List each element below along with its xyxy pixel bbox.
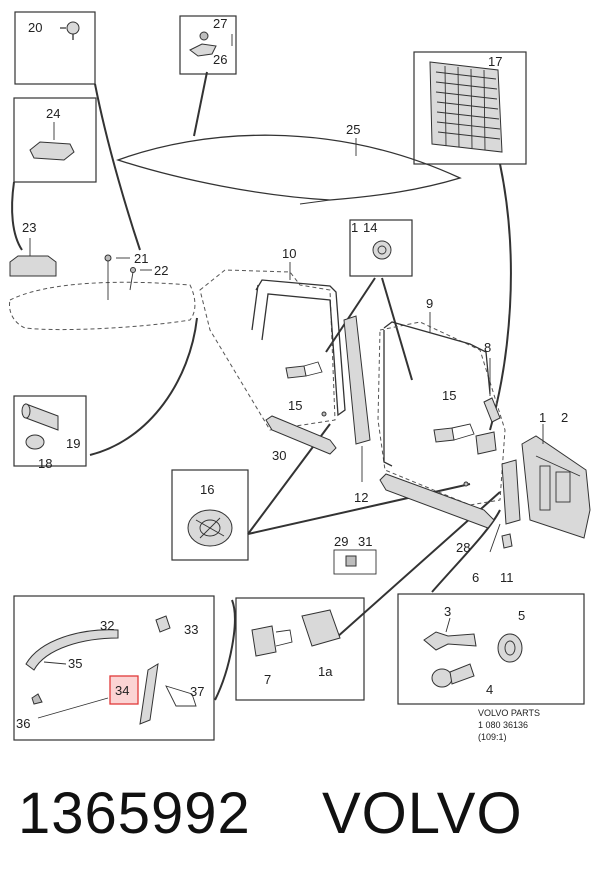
callout-8: 8 (484, 340, 491, 355)
footer (0, 758, 600, 893)
callout-23: 23 (22, 220, 36, 235)
leader-lines (11, 71, 512, 701)
callout-15b: 15 (442, 388, 456, 403)
part-23: 23 (9, 220, 57, 277)
callout-12: 12 (354, 490, 368, 505)
part-3-4-5-box: 3 5 4 VOLVO PARTS 1 080 36136 (109:1) (397, 593, 585, 742)
callout-10: 10 (282, 246, 296, 261)
callout-28: 28 (456, 540, 470, 555)
callout-32: 32 (100, 618, 114, 633)
callout-114: 1 (351, 220, 358, 235)
part-26-27-box: 27 26 (179, 15, 237, 75)
callout-1: 1 (539, 410, 546, 425)
part-32-37-box: 32 35 33 37 36 34 (13, 595, 215, 741)
callout-21: 21 (134, 251, 148, 266)
brand-name: VOLVO (322, 781, 523, 846)
callout-17: 17 (488, 54, 502, 69)
part-18-19-box: 19 18 (13, 395, 87, 471)
callout-27: 27 (213, 16, 227, 31)
front-door: 9 15 (377, 296, 506, 529)
callout-4: 4 (486, 682, 493, 697)
callout-26: 26 (213, 52, 227, 67)
part-8: 8 (483, 340, 501, 423)
callout-24: 24 (46, 106, 60, 121)
part-16-box: 16 (171, 469, 249, 561)
callout-29: 29 (334, 534, 348, 549)
callout-37: 37 (190, 684, 204, 699)
callout-22: 22 (154, 263, 168, 278)
callout-14: 14 (363, 220, 377, 235)
part-25-headliner: 25 (116, 122, 462, 205)
part-29-31: 29 31 (333, 534, 377, 575)
callout-34: 34 (115, 683, 129, 698)
part-20-box: 20 (14, 11, 96, 85)
callout-11: 11 (500, 570, 514, 585)
part-number: 1365992 (18, 781, 251, 846)
callout-25: 25 (346, 122, 360, 137)
part-12-pillar: 12 (343, 315, 371, 505)
callout-9: 9 (426, 296, 433, 311)
stamp-line-2: 1 080 36136 (478, 720, 528, 730)
callout-15a: 15 (288, 398, 302, 413)
part-6-11: 6 11 28 (456, 459, 521, 585)
callout-7: 7 (264, 672, 271, 687)
callout-36: 36 (16, 716, 30, 731)
callout-3: 3 (444, 604, 451, 619)
part-7-1a-box: 7 1a (235, 597, 365, 701)
door-panel-1-2: 1 2 (521, 410, 591, 539)
roof-outline: 21 22 (9, 251, 196, 331)
callout-30: 30 (272, 448, 286, 463)
callout-6: 6 (472, 570, 479, 585)
callout-16: 16 (200, 482, 214, 497)
part-17-box: 17 (413, 51, 527, 165)
part-14-box: 1 14 (349, 219, 413, 277)
stamp-line-1: VOLVO PARTS (478, 708, 540, 718)
stamp-line-3: (109:1) (478, 732, 507, 742)
callout-2: 2 (561, 410, 568, 425)
callout-33: 33 (184, 622, 198, 637)
callout-20: 20 (28, 20, 42, 35)
callout-18: 18 (38, 456, 52, 471)
callout-34-highlight (109, 675, 139, 705)
exploded-parts-diagram: 20 27 26 17 24 23 25 (9, 11, 591, 742)
callout-31: 31 (358, 534, 372, 549)
callout-35: 35 (68, 656, 82, 671)
callout-5: 5 (518, 608, 525, 623)
rear-door: 10 15 30 (199, 246, 346, 463)
callout-19: 19 (66, 436, 80, 451)
callout-1a: 1a (318, 664, 333, 679)
part-24-box: 24 (13, 97, 97, 183)
